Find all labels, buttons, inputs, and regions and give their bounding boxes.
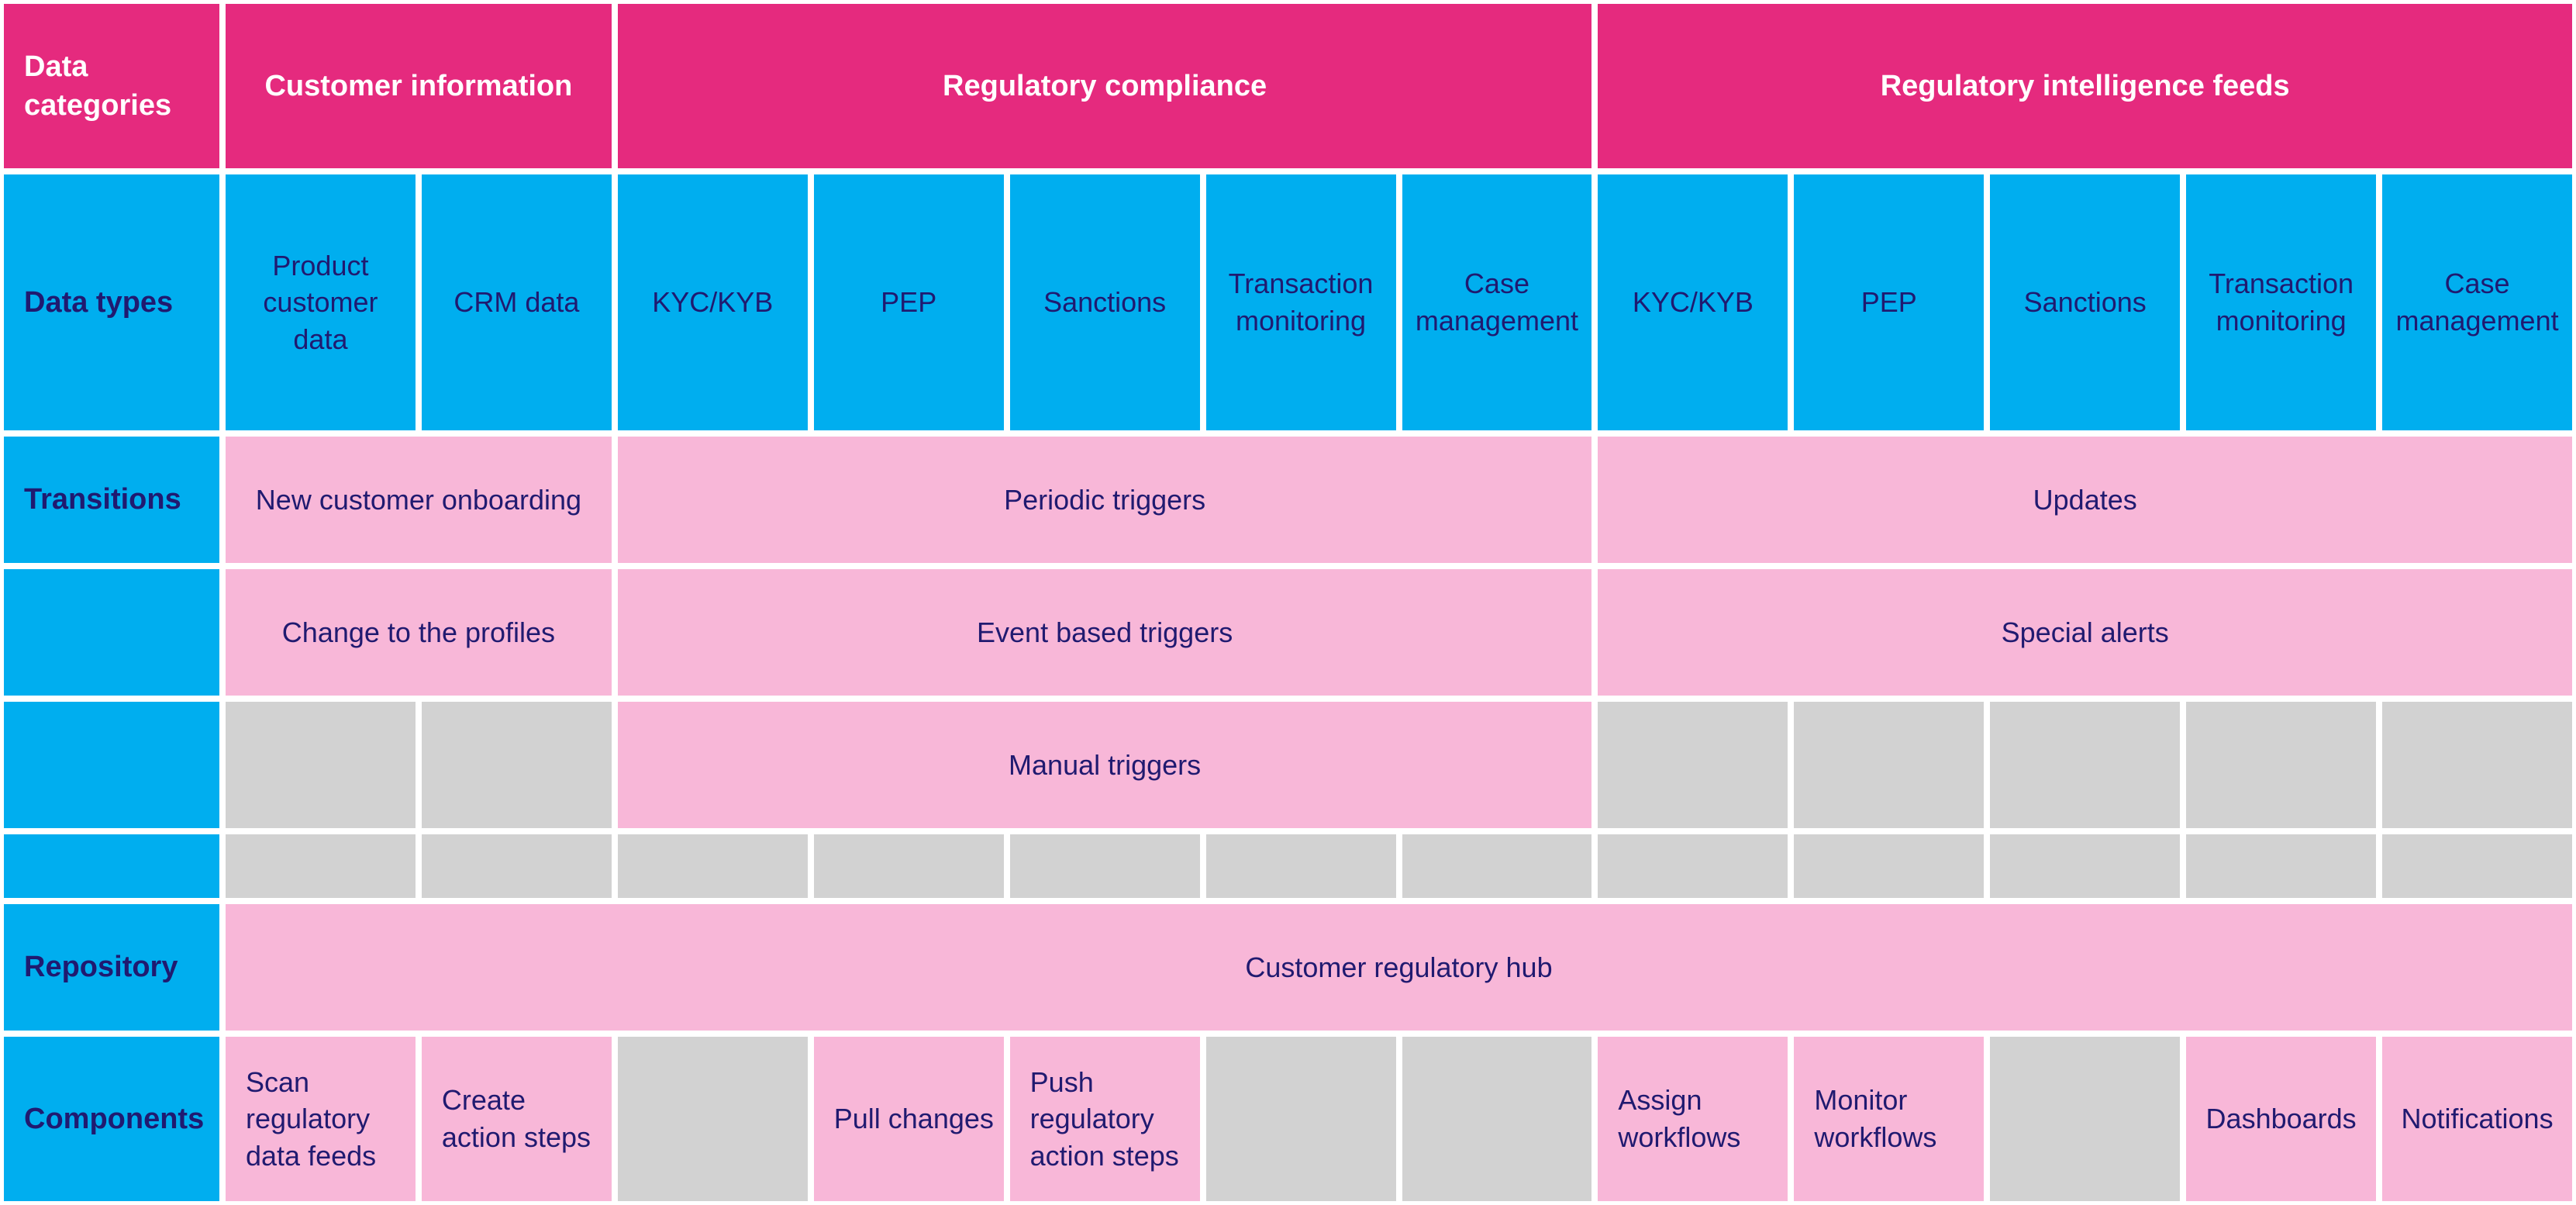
data-type-case-management-compliance: Case management [1402,174,1592,430]
data-type-transaction-monitoring-feeds: Transaction monitoring [2186,174,2377,430]
inactive-cell [813,834,1004,898]
inactive-cell [1009,834,1200,898]
data-type-transaction-monitoring-compliance: Transaction monitoring [1205,174,1396,430]
components-label: Components [4,1037,219,1201]
data-type-product-customer-data: Product customer data [226,174,416,430]
inactive-cell [2186,834,2377,898]
header-customer-information: Customer information [226,4,612,168]
inactive-cell [1205,834,1396,898]
inactive-cell [226,702,416,828]
inactive-cell [617,834,808,898]
data-type-pep-feeds: PEP [1794,174,1985,430]
inactive-cell [421,702,612,828]
inactive-cell [226,834,416,898]
transition-special-alerts: Special alerts [1598,569,2572,696]
transition-change-to-the-profiles: Change to the profiles [226,569,612,696]
component-push-regulatory-action-steps: Push regulatory action steps [1009,1037,1200,1201]
header-regulatory-intelligence-feeds: Regulatory intelligence feeds [1598,4,2572,168]
component-assign-workflows: Assign workflows [1598,1037,1788,1201]
inactive-cell [1990,1037,2181,1201]
inactive-cell [1794,834,1985,898]
inactive-cell [1598,702,1788,828]
transitions-label: Transitions [4,437,219,563]
inactive-cell [1598,834,1788,898]
transition-updates: Updates [1598,437,2572,563]
component-monitor-workflows: Monitor workflows [1794,1037,1985,1201]
transition-event-based-triggers: Event based triggers [617,569,1592,696]
data-types-label: Data types [4,174,219,430]
inactive-cell [1205,1037,1396,1201]
data-type-crm-data: CRM data [421,174,612,430]
inactive-cell [2382,834,2572,898]
data-categories-label: Data categories [4,4,219,168]
repository-label: Repository [4,904,219,1031]
inactive-cell [617,1037,808,1201]
transitions-label-spacer-3 [4,834,219,898]
header-regulatory-compliance: Regulatory compliance [617,4,1592,168]
inactive-cell [421,834,612,898]
inactive-cell [2186,702,2377,828]
component-scan-regulatory-data-feeds: Scan regulatory data feeds [226,1037,416,1201]
inactive-cell [2382,702,2572,828]
inactive-cell [1402,1037,1592,1201]
inactive-cell [1402,834,1592,898]
data-type-case-management-feeds: Case management [2382,174,2572,430]
transitions-label-spacer-1 [4,569,219,696]
transition-manual-triggers: Manual triggers [617,702,1592,828]
transitions-label-spacer-2 [4,702,219,828]
component-dashboards: Dashboards [2186,1037,2377,1201]
data-type-kyc-kyb-compliance: KYC/KYB [617,174,808,430]
transition-periodic-triggers: Periodic triggers [617,437,1592,563]
component-notifications: Notifications [2382,1037,2572,1201]
data-type-kyc-kyb-feeds: KYC/KYB [1598,174,1788,430]
data-type-sanctions-feeds: Sanctions [1990,174,2181,430]
data-type-sanctions-compliance: Sanctions [1009,174,1200,430]
inactive-cell [1990,834,2181,898]
repository-customer-regulatory-hub: Customer regulatory hub [226,904,2572,1031]
inactive-cell [1794,702,1985,828]
component-create-action-steps: Create action steps [421,1037,612,1201]
inactive-cell [1990,702,2181,828]
transition-new-customer-onboarding: New customer onboarding [226,437,612,563]
data-type-pep-compliance: PEP [813,174,1004,430]
component-pull-changes: Pull changes [813,1037,1004,1201]
